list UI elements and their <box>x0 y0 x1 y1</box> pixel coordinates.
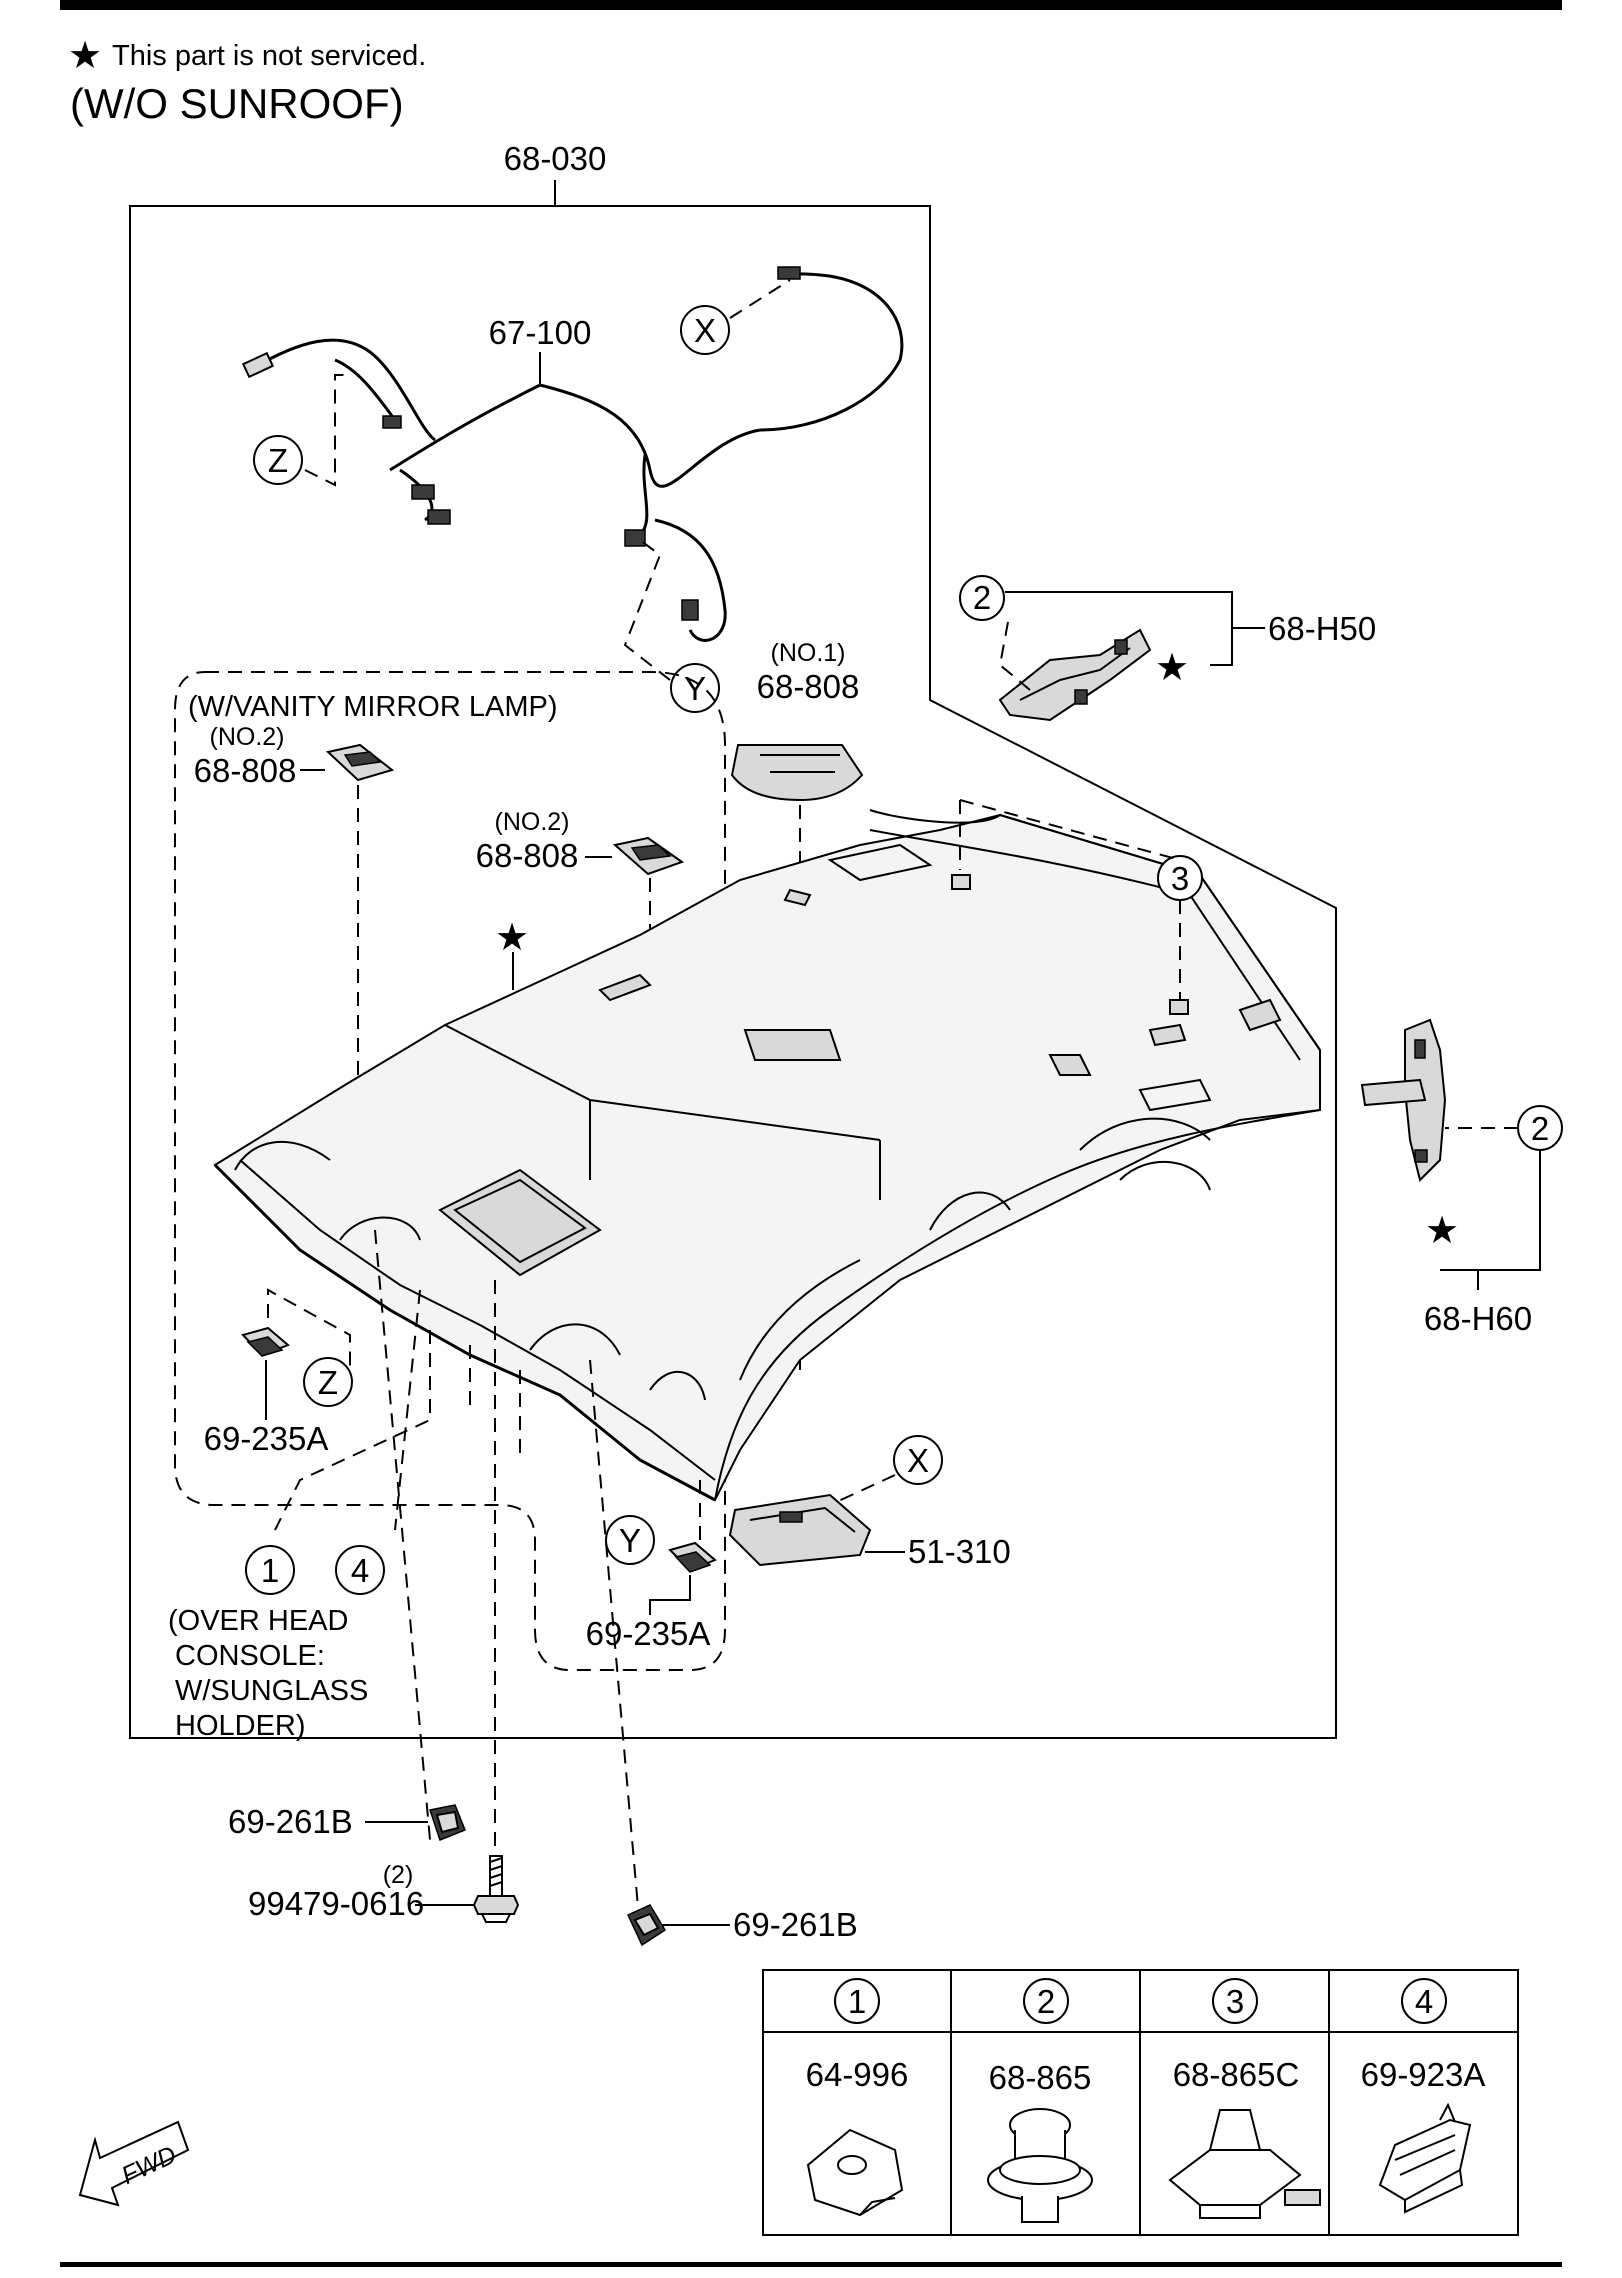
console-note-line2: CONSOLE: <box>175 1640 325 1672</box>
headliner-top-surface <box>213 813 1321 1502</box>
roof-harness <box>241 266 904 642</box>
callout-2-h60-label: 2 <box>1531 1110 1549 1147</box>
not-serviced-star-h50: ★ <box>1155 647 1189 689</box>
label-68-030: 68-030 <box>504 140 607 177</box>
label-69-235a-y: 69-235A <box>586 1615 711 1652</box>
vanity-group-label: (W/VANITY MIRROR LAMP) <box>188 691 558 723</box>
table-part-2: 68-865 <box>989 2059 1092 2096</box>
label-69-235a-z: 69-235A <box>204 1420 329 1457</box>
label-68-808-no2b-qual: (NO.2) <box>495 808 570 836</box>
part-64-996-drawing <box>806 2128 904 2217</box>
callout-z-top <box>253 435 303 485</box>
vanity-lamp-no1 <box>730 744 864 802</box>
top-border <box>60 0 1562 10</box>
callout-x-top-label: X <box>694 312 716 349</box>
not-serviced-star: ★ <box>68 35 102 77</box>
console-note-line4: HOLDER) <box>175 1710 306 1742</box>
label-68-808-no1: 68-808 <box>757 668 860 705</box>
diagram-title: (W/O SUNROOF) <box>70 80 404 127</box>
callout-4 <box>335 1545 385 1595</box>
label-69-261b-right: 69-261B <box>733 1906 858 1943</box>
label-69-261b-left: 69-261B <box>228 1803 353 1840</box>
label-68-h60: 68-H60 <box>1424 1300 1532 1337</box>
vanity-lamp-no2-center <box>612 836 685 876</box>
callout-x-lamp-label: X <box>907 1442 929 1479</box>
vanity-group-outline <box>174 671 726 1671</box>
table-header-1: 1 <box>848 1983 866 2020</box>
headliner <box>213 809 1321 1502</box>
label-68-h50: 68-H50 <box>1268 610 1376 647</box>
table-part-3: 68-865C <box>1173 2056 1300 2093</box>
map-lamp-51-310 <box>728 1493 872 1567</box>
callout-x-top <box>680 305 730 355</box>
callout-z-clip-label: Z <box>318 1364 338 1401</box>
label-99479-0616: 99479-0616 <box>248 1885 424 1922</box>
callout-x-lamp <box>893 1435 943 1485</box>
table-header-3: 3 <box>1226 1983 1244 2020</box>
vanity-lamp-no2-left <box>325 743 395 782</box>
callout-z-top-label: Z <box>268 442 288 479</box>
bolt-99479-0616 <box>472 1855 520 1923</box>
table-header-4: 4 <box>1415 1983 1433 2020</box>
callout-1-label: 1 <box>261 1552 279 1589</box>
label-bolt-qty: (2) <box>383 1861 414 1889</box>
table-part-4: 69-923A <box>1361 2056 1486 2093</box>
not-serviced-star-h60: ★ <box>1425 1210 1459 1252</box>
callout-y-top <box>670 663 720 713</box>
callout-y-top-label: Y <box>684 670 706 707</box>
callout-3-label: 3 <box>1171 860 1189 897</box>
clip-69-235a-y <box>668 1541 717 1573</box>
bracket-68-h50 <box>998 628 1152 722</box>
holder-69-261b-right <box>627 1904 667 1947</box>
label-68-808-no2b: 68-808 <box>476 837 579 874</box>
callout-2-h50-label: 2 <box>973 579 991 616</box>
label-67-100: 67-100 <box>489 314 592 351</box>
parts-table: 1 2 3 4 64-996 68-865 68-865C 69-923A <box>762 1969 1519 2236</box>
callout-4-label: 4 <box>351 1552 369 1589</box>
label-68-808-no2a: 68-808 <box>194 752 297 789</box>
part-69-923a-drawing <box>1378 2102 1472 2214</box>
console-note-line1: (OVER HEAD <box>168 1605 348 1637</box>
table-header-2: 2 <box>1037 1983 1055 2020</box>
bottom-border <box>60 2262 1562 2267</box>
callout-2-h50 <box>959 575 1005 621</box>
part-68-865-drawing <box>987 2108 1093 2223</box>
callout-1 <box>245 1545 295 1595</box>
bracket-68-h60 <box>1360 1018 1447 1182</box>
clip-69-235a-z <box>241 1326 290 1357</box>
callout-y-clip <box>605 1515 655 1565</box>
callout-z-clip <box>303 1357 353 1407</box>
fwd-arrow-icon: FWD <box>78 2120 190 2207</box>
holder-69-261b-left <box>429 1804 466 1841</box>
table-part-1: 64-996 <box>806 2056 909 2093</box>
console-note-line3: W/SUNGLASS <box>175 1675 368 1707</box>
part-68-865c-drawing <box>1168 2109 1321 2219</box>
headliner-frame <box>129 205 1337 1739</box>
label-51-310: 51-310 <box>908 1533 1011 1570</box>
not-serviced-note: This part is not serviced. <box>112 40 426 72</box>
label-68-808-no1-qual: (NO.1) <box>771 639 846 667</box>
callout-y-clip-label: Y <box>619 1522 641 1559</box>
label-68-808-no2a-qual: (NO.2) <box>210 723 285 751</box>
